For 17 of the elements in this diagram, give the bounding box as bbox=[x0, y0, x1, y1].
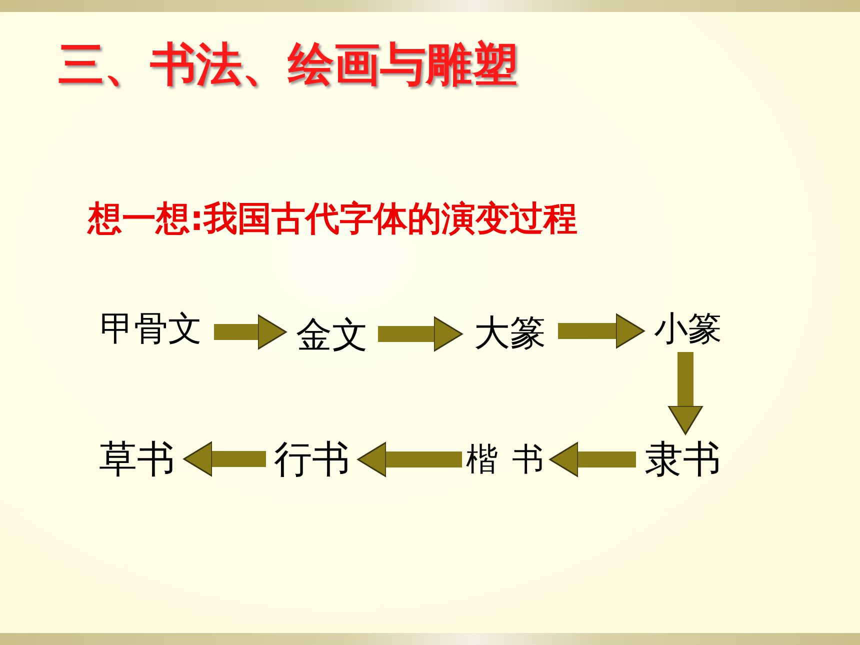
script-name-text: 隶书 bbox=[638, 436, 728, 482]
block-arrow bbox=[214, 314, 287, 350]
block-arrow bbox=[558, 313, 645, 349]
script-name-text: 大篆 bbox=[464, 312, 556, 354]
script-name-text: 行书 bbox=[268, 436, 356, 482]
script-name-text: 金文 bbox=[288, 314, 376, 356]
script-name-text: 小篆 bbox=[646, 308, 730, 350]
block-arrow bbox=[549, 442, 636, 478]
block-arrow bbox=[378, 316, 463, 352]
block-arrow bbox=[357, 442, 462, 478]
block-arrow bbox=[668, 352, 704, 435]
prompt-heading: 想一想:我国古代字体的演变过程 bbox=[88, 198, 578, 241]
script-name-text: 草书 bbox=[92, 436, 182, 482]
slide-title: 三、书法、绘画与雕塑 bbox=[58, 36, 518, 93]
block-arrow bbox=[183, 441, 266, 477]
script-name-text: 楷 书 bbox=[464, 440, 548, 480]
script-name-text: 甲骨文 bbox=[90, 308, 212, 350]
